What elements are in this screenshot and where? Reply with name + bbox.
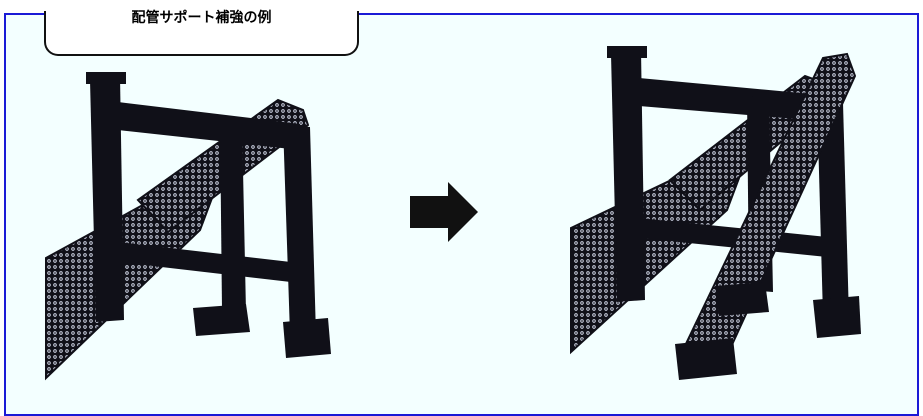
title-tab <box>44 11 359 56</box>
panel-title: 配管サポート補強の例 <box>131 10 272 26</box>
pipe-support-reinforced-icon <box>570 46 861 380</box>
right-arrow-icon <box>410 182 478 242</box>
pipe-support-before-icon <box>45 72 331 381</box>
